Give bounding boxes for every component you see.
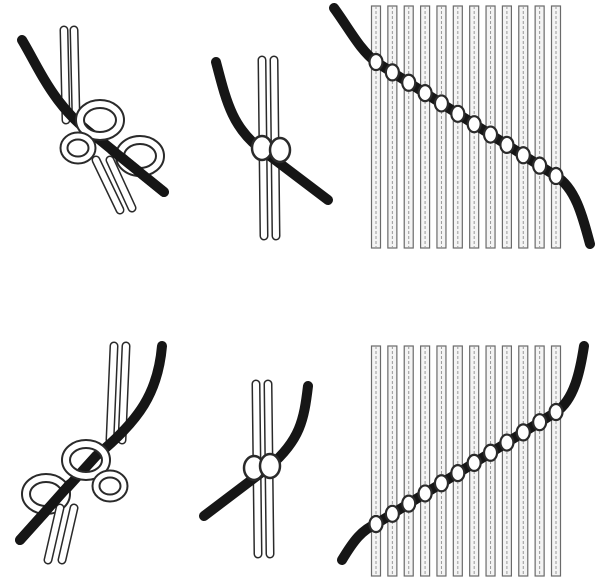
knot xyxy=(500,435,513,451)
textured-cord xyxy=(453,6,462,248)
panel-bottom-right-knot-row xyxy=(342,346,584,576)
textured-cord xyxy=(421,346,430,576)
textured-cord xyxy=(535,346,544,576)
knot-loops xyxy=(26,444,124,510)
knot xyxy=(533,158,546,174)
knot xyxy=(386,64,399,80)
panel-top-right-knot-row xyxy=(334,6,590,248)
panel-bottom-left-loose-knot xyxy=(20,346,162,560)
textured-cord xyxy=(535,6,544,248)
knot xyxy=(419,485,432,501)
knot xyxy=(435,95,448,111)
textured-cord xyxy=(404,346,413,576)
panel-top-middle-tight-knot xyxy=(216,60,328,236)
knot xyxy=(451,106,464,122)
textured-cord xyxy=(502,6,511,248)
knot xyxy=(484,127,497,143)
panel-bottom-middle-tight-knot xyxy=(204,384,308,554)
knot xyxy=(517,147,530,163)
textured-cord xyxy=(388,346,397,576)
textured-cord xyxy=(437,6,446,248)
knot xyxy=(402,75,415,91)
textured-cord xyxy=(388,6,397,248)
textured-cord xyxy=(552,6,561,248)
textured-cord xyxy=(372,346,381,576)
textured-cord xyxy=(437,346,446,576)
textured-cord xyxy=(421,6,430,248)
knot xyxy=(550,168,563,184)
textured-cord xyxy=(552,346,561,576)
textured-cord xyxy=(519,6,528,248)
knot xyxy=(370,516,383,532)
knot xyxy=(370,54,383,70)
knot xyxy=(468,116,481,132)
knot xyxy=(484,445,497,461)
knot xyxy=(435,475,448,491)
textured-cord xyxy=(502,346,511,576)
knot xyxy=(402,496,415,512)
knot xyxy=(533,414,546,430)
knot xyxy=(517,424,530,440)
knot xyxy=(500,137,513,153)
tight-knot xyxy=(244,454,280,480)
textured-cord xyxy=(453,346,462,576)
knot xyxy=(386,506,399,522)
textured-cord xyxy=(372,6,381,248)
knot xyxy=(468,455,481,471)
knot xyxy=(550,404,563,420)
knot xyxy=(419,85,432,101)
textured-cord xyxy=(404,6,413,248)
knot xyxy=(451,465,464,481)
panel-top-left-loose-knot xyxy=(22,30,164,210)
textured-cord xyxy=(519,346,528,576)
